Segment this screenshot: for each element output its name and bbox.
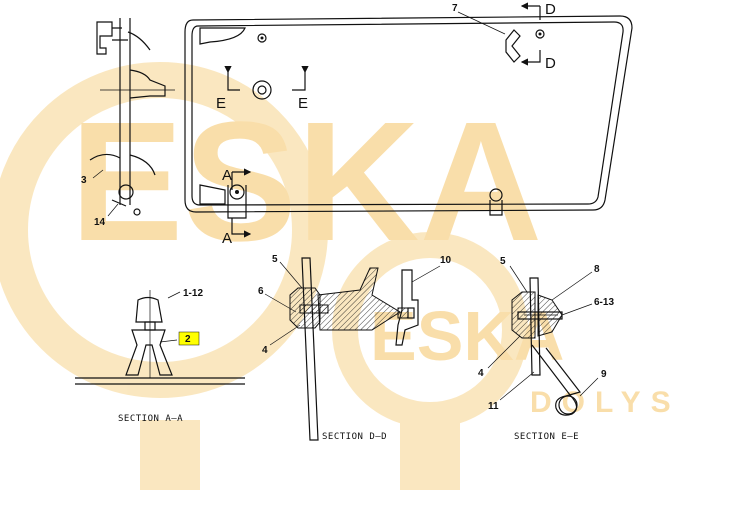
view-letter-d-bottom: D — [545, 55, 556, 72]
callout-6-13: 6-13 — [594, 297, 614, 308]
callout-11: 11 — [488, 401, 499, 412]
callout-9: 9 — [601, 369, 607, 380]
callout-3: 3 — [81, 175, 87, 186]
view-letter-a-bottom: A — [222, 230, 232, 247]
callout-2: 2 — [185, 334, 191, 345]
view-letter-e-left: E — [216, 95, 226, 112]
side-profile-view — [89, 18, 175, 216]
callout-6-dd: 6 — [258, 286, 264, 297]
watermark-big-text: ESKA — [70, 87, 542, 277]
callout-2-highlight — [178, 331, 200, 346]
view-letter-e-right: E — [298, 95, 308, 112]
callout-1-12: 1-12 — [183, 288, 203, 299]
watermark-gear-tooth — [140, 420, 200, 490]
watermark-gear-ring — [0, 62, 328, 398]
callout-4-ee: 4 — [478, 368, 484, 379]
callout-7: 7 — [452, 3, 458, 14]
callout-4-dd: 4 — [262, 345, 268, 356]
view-letter-d-top: D — [545, 1, 556, 18]
watermark-sub-text: DOLYS — [530, 386, 681, 419]
section-d-d — [289, 257, 419, 441]
section-e-e — [511, 277, 582, 416]
section-a-a — [75, 290, 245, 385]
callout-5-ee: 5 — [500, 256, 506, 267]
callout-8: 8 — [594, 264, 600, 275]
section-a-a-label: SECTION A–A — [118, 414, 183, 424]
section-d-d-label: SECTION D–D — [322, 432, 387, 442]
callout-14: 14 — [94, 217, 106, 228]
watermark-gear-tooth-2 — [400, 420, 460, 490]
callout-10: 10 — [440, 255, 452, 266]
section-e-e-label: SECTION E–E — [514, 432, 579, 442]
watermark: ESKA ESKA DOLYS — [0, 62, 681, 490]
view-letter-a-top: A — [222, 167, 232, 184]
door-panel-view — [184, 6, 633, 238]
callout-5-dd: 5 — [272, 254, 278, 265]
